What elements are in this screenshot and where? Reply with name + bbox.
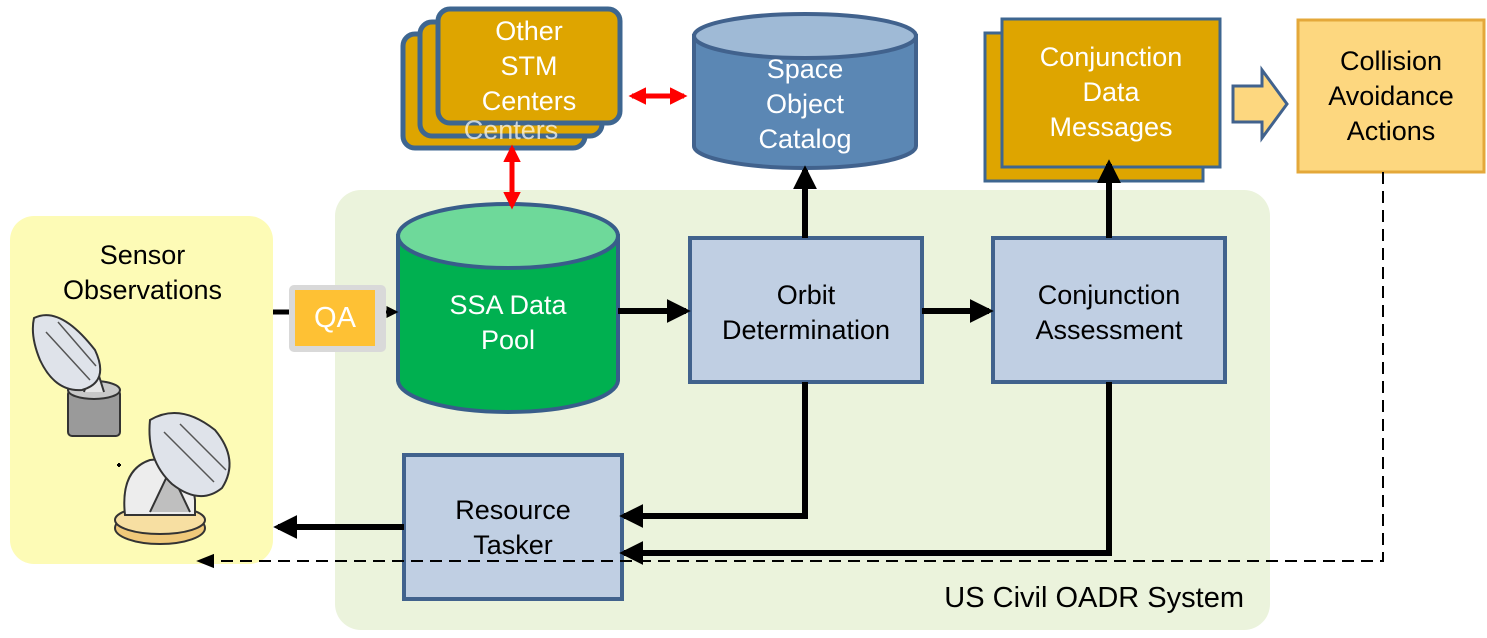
collision-avoidance-box <box>1296 18 1486 174</box>
conjunction-data-messages-stack <box>983 17 1222 183</box>
dashed-feedback-arrow <box>196 172 1384 569</box>
qa-box <box>295 290 375 346</box>
collision-avoidance-label: Collision Avoidance Actions <box>1328 45 1454 146</box>
conjunction-assessment-box <box>991 236 1227 384</box>
other-stm-centers-stack <box>400 6 623 151</box>
space-object-catalog-cylinder <box>692 12 918 170</box>
orbit-determination-label: Orbit Determination <box>721 280 891 345</box>
arrow-od-to-tasker <box>619 382 808 528</box>
conjunction-assessment-label: Conjunction Assessment <box>1035 280 1183 345</box>
radar-antenna-icon <box>31 314 121 437</box>
conjunction-data-messages-label: Conjunction Data Messages <box>1039 41 1183 142</box>
qa-label: QA <box>314 301 356 334</box>
sensor-observations-label: Sensor Observations <box>62 239 223 305</box>
ssa-data-pool-label: SSA Data Pool <box>449 290 567 355</box>
resource-tasker-label: Resource Tasker <box>455 495 571 560</box>
other-stm-centers-label: Other STM Centers <box>481 15 577 116</box>
block-arrow-icon <box>1231 65 1289 143</box>
other-stm-centers-back-label: Centers <box>463 114 559 145</box>
arrow-ca-to-tasker <box>619 382 1112 565</box>
flow-arrows <box>273 159 1121 565</box>
radar-dish-on-base-icon <box>114 412 231 545</box>
space-object-catalog-label: Space Object Catalog <box>758 53 852 154</box>
system-label: US Civil OADR System <box>944 581 1244 614</box>
ssa-data-pool-cylinder <box>396 202 620 414</box>
resource-tasker-box <box>402 453 624 601</box>
